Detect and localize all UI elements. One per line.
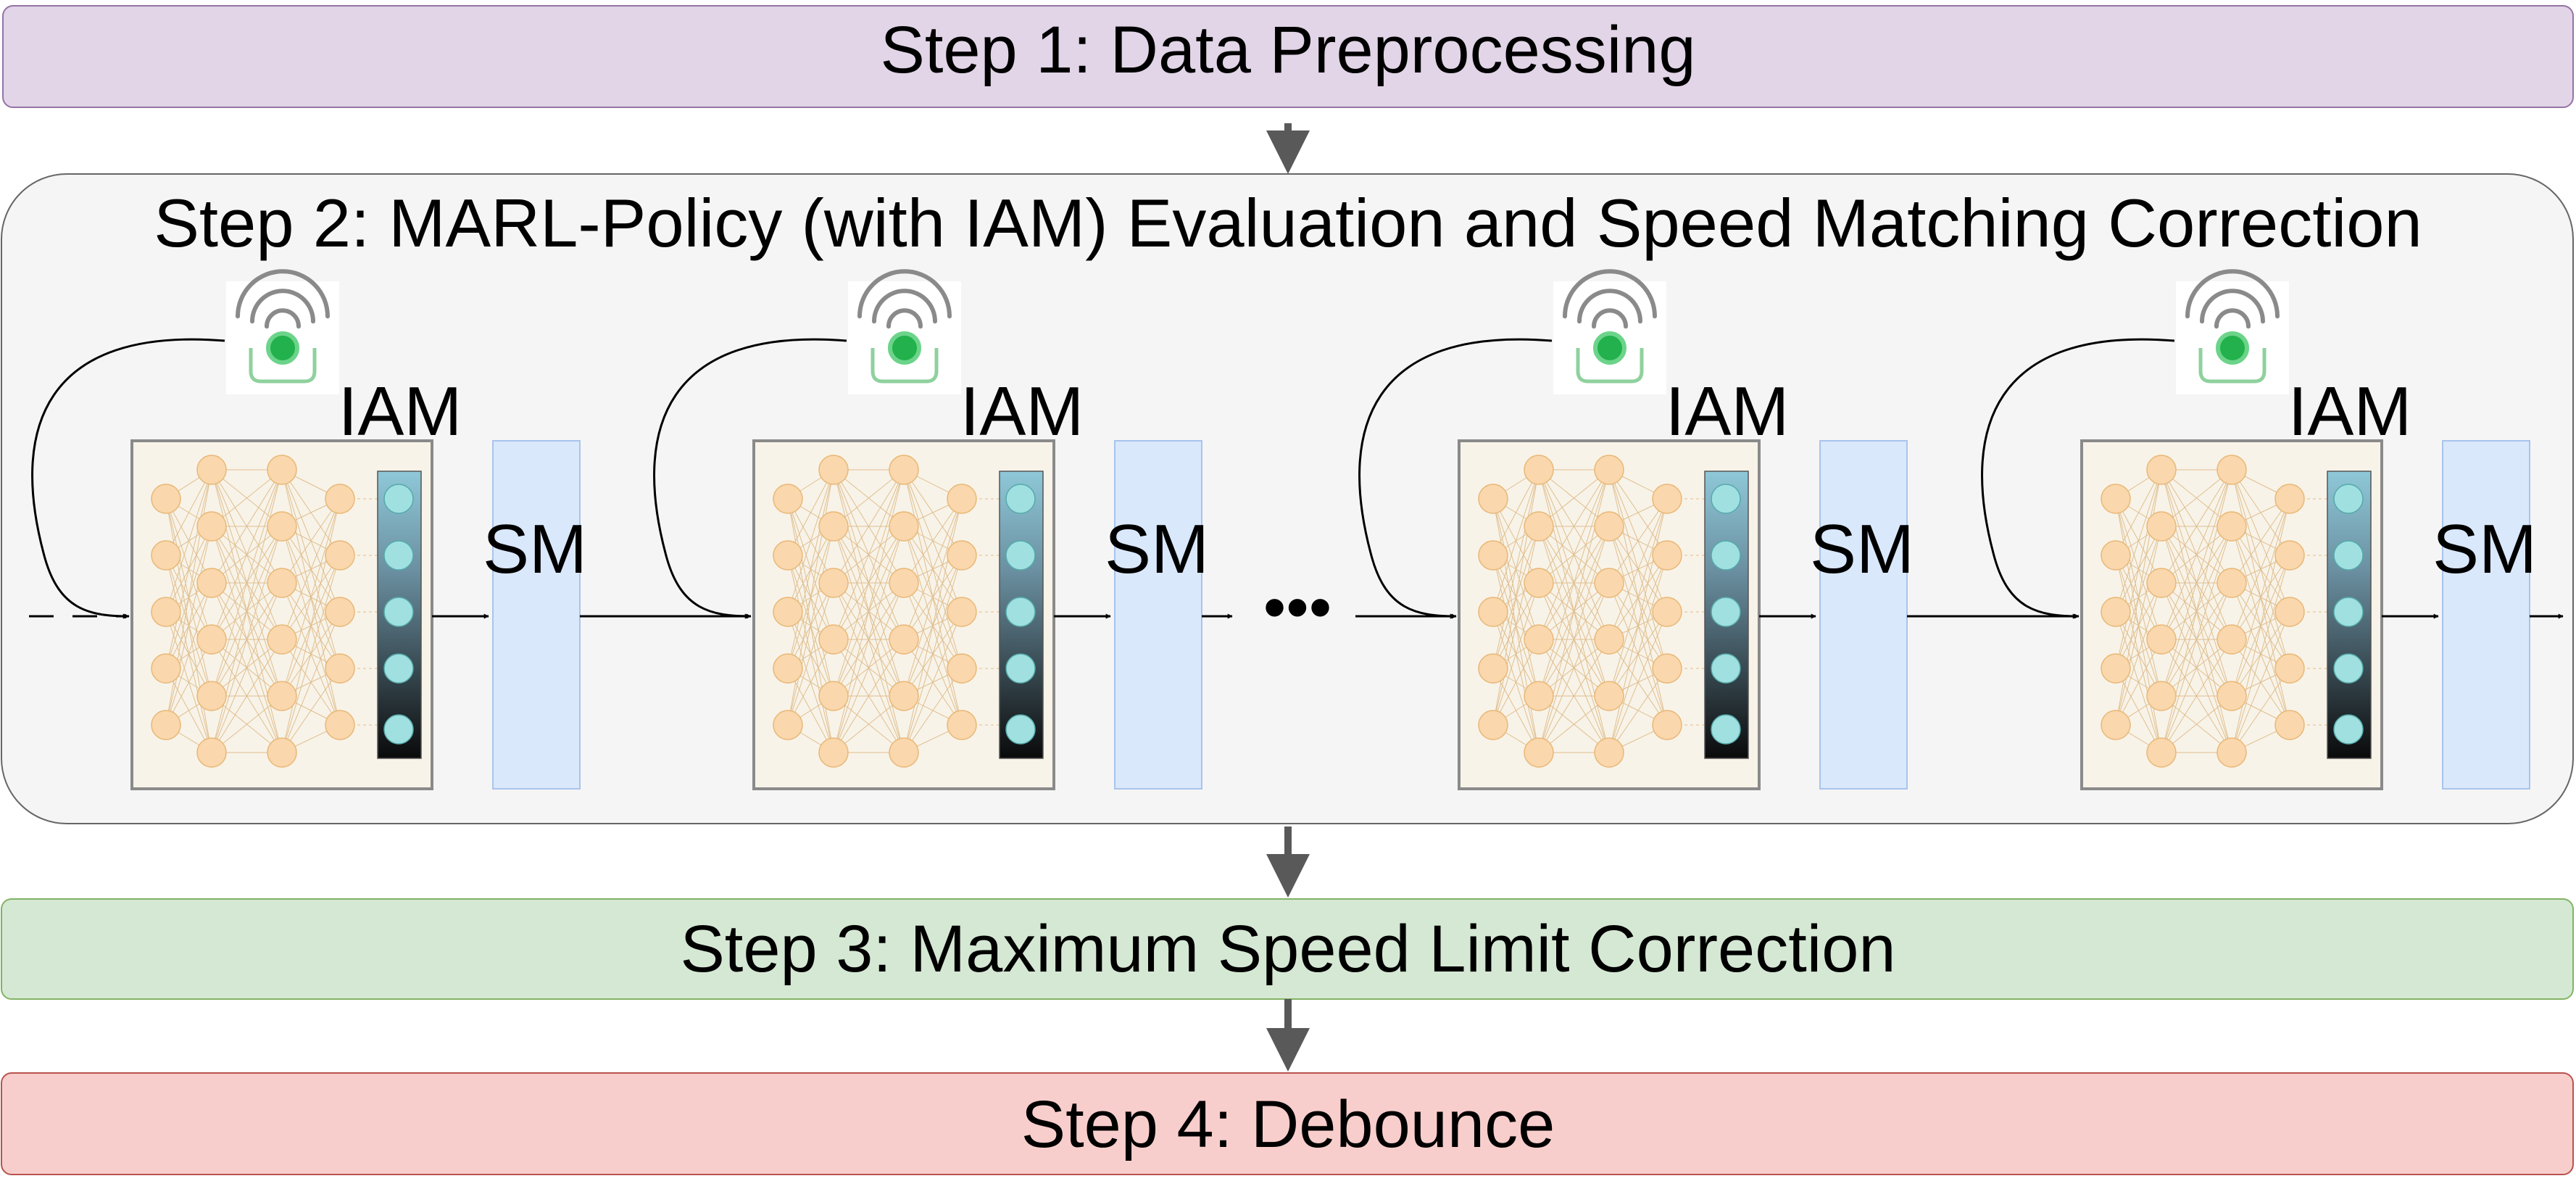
step2-label: Step 2: MARL-Policy (with IAM) Evaluatio…	[154, 185, 2422, 261]
iam-label: IAM	[338, 373, 462, 450]
neural-network-panel	[130, 439, 433, 790]
step3-box: Step 3: Maximum Speed Limit Correction	[1, 898, 2574, 1000]
agent-3: IAM SM	[1358, 269, 1914, 790]
wifi-sensor-icon	[1553, 269, 1666, 394]
iam-label: IAM	[1666, 373, 1790, 450]
step1-label: Step 1: Data Preprocessing	[880, 13, 1695, 87]
neural-network-panel	[1458, 439, 1761, 790]
sm-box	[1114, 440, 1202, 790]
step4-box: Step 4: Debounce	[1, 1072, 2574, 1175]
sm-box	[492, 440, 581, 790]
step3-label: Step 3: Maximum Speed Limit Correction	[680, 912, 1895, 986]
sm-label: SM	[1105, 510, 1209, 588]
sm-label: SM	[2432, 510, 2537, 588]
agent-1: IAM SM	[31, 269, 587, 790]
agent-2: IAM SM	[653, 269, 1209, 790]
wifi-sensor-icon	[2176, 269, 2289, 394]
iam-label: IAM	[2288, 373, 2412, 450]
neural-network-panel	[2080, 439, 2383, 790]
wifi-sensor-icon	[226, 269, 339, 394]
wifi-sensor-icon	[848, 269, 961, 394]
step2-container: Step 2: MARL-Policy (with IAM) Evaluatio…	[1, 173, 2574, 824]
neural-network-panel	[752, 439, 1055, 790]
sm-label: SM	[483, 510, 587, 588]
sm-box	[1819, 440, 1908, 790]
agent-flow: IAM SM IAM SM IAM SM IAM SM	[29, 269, 2564, 790]
sm-box	[2442, 440, 2530, 790]
ellipsis: •••	[1263, 571, 1332, 644]
sm-label: SM	[1810, 510, 1914, 588]
step4-label: Step 4: Debounce	[1021, 1088, 1555, 1161]
agent-4: IAM SM	[1981, 269, 2537, 790]
iam-label: IAM	[960, 373, 1084, 450]
step1-box: Step 1: Data Preprocessing	[2, 5, 2574, 108]
